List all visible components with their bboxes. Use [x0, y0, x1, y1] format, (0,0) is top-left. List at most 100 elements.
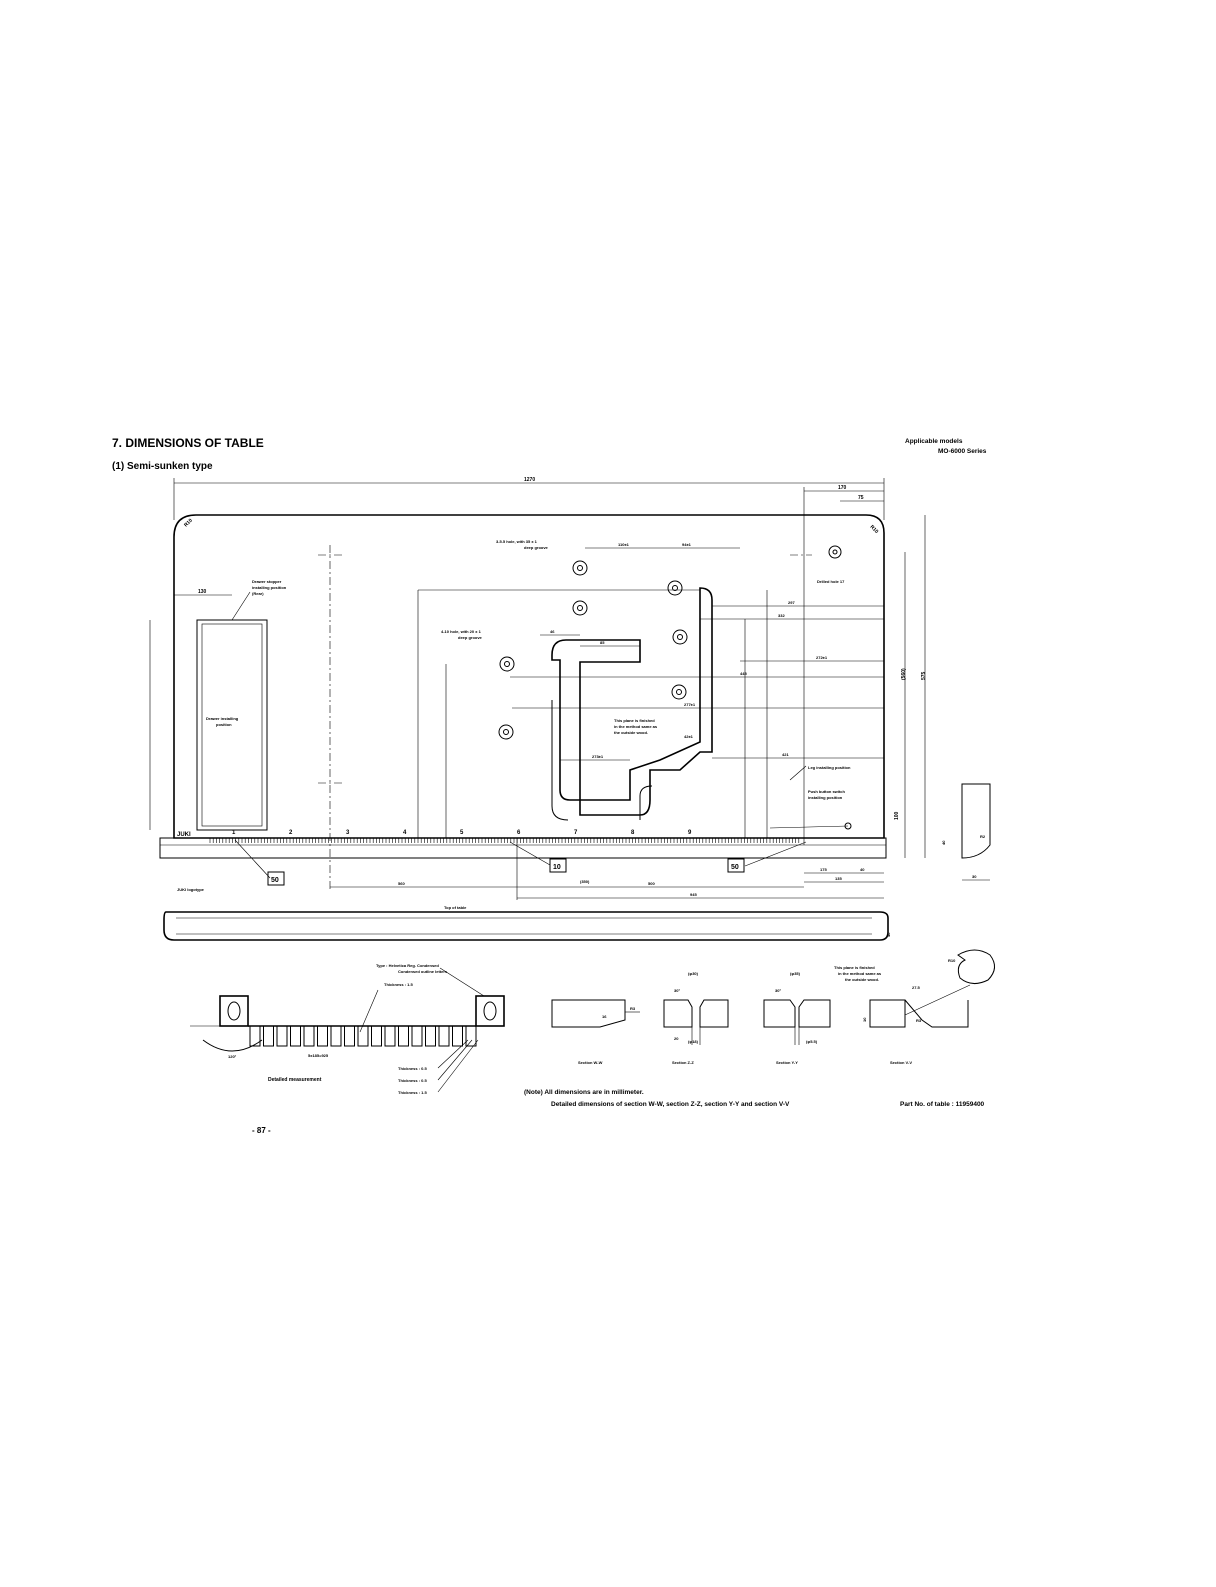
section-zz	[663, 999, 729, 1045]
cutout-curve	[639, 785, 653, 820]
section-ww-dim: R3	[630, 1006, 636, 1011]
section-vv-dim: 10	[862, 1017, 867, 1022]
badge-10	[549, 858, 567, 873]
badge-number: 50	[731, 864, 739, 871]
badge-50	[727, 858, 745, 873]
type-note: Condensed outline letters	[398, 969, 448, 974]
scale-note: 5x185=925	[308, 1053, 329, 1058]
badge-50	[267, 871, 285, 886]
comb-tooth	[398, 1025, 409, 1047]
side-dim-40: 40	[941, 840, 946, 845]
applicable-models-label: Applicable models	[905, 438, 963, 445]
cutout-curve	[551, 700, 569, 821]
plane-finished-label: in the method same as	[614, 724, 658, 729]
dim-46: 46	[550, 629, 555, 634]
dim-depth-inner: (560)	[901, 668, 907, 680]
ruler-mark: 4	[403, 830, 407, 836]
dim-277: 277±1	[684, 702, 696, 707]
drawer-stopper-label: (Rear)	[252, 591, 264, 596]
table-elevation	[163, 911, 889, 941]
dim-85: 85	[600, 640, 605, 645]
ruler-mark: 3	[346, 830, 350, 836]
section-yy-dim: (φ35)	[790, 971, 801, 976]
comb-tooth	[411, 1025, 423, 1047]
dim-175: 175	[820, 867, 827, 872]
plane-finished-note: in the method same as	[838, 971, 882, 976]
push-button-label: Push button switch	[808, 789, 845, 794]
section-yy-dim: 30°	[775, 988, 781, 993]
type-note: Type : Helvetica Reg. Condensed	[376, 963, 439, 968]
dim-945: 945	[690, 892, 697, 897]
dim-135: 135	[835, 876, 842, 881]
dim-right-top: 75	[858, 495, 864, 501]
dim-corner-radius-left: R10	[183, 518, 194, 529]
dim-110: 110±1	[618, 542, 630, 547]
section-zz-dim: 20	[674, 1036, 679, 1041]
thickness-label: Thickness : 0.5	[398, 1078, 427, 1083]
leg-position-label: Leg installing position	[808, 765, 851, 770]
holes-b-label: deep groove	[458, 635, 483, 640]
badge-number: 10	[553, 864, 561, 871]
juki-logotype-label: JUKI logotype	[177, 887, 205, 892]
push-button-label: installing position	[808, 795, 843, 800]
comb-tooth	[276, 1025, 288, 1047]
dim-depth-total: 575	[921, 671, 927, 680]
section-yy	[763, 999, 831, 1045]
dim-overall-length: 1270	[524, 477, 535, 483]
comb-tooth	[249, 1025, 261, 1047]
dim-corner-radius-right: R10	[869, 524, 880, 535]
ruler-mark: 5	[460, 830, 464, 836]
ruler-mark: 7	[574, 830, 578, 836]
dim-273: 273±1	[592, 754, 604, 759]
leader-line	[231, 591, 251, 621]
section-ww: 16 R3	[551, 999, 640, 1028]
leader-line	[439, 967, 485, 997]
page-number: - 87 -	[252, 1126, 271, 1135]
holes-b-label: 4-10 hole, with 20 x 1	[441, 629, 482, 634]
holes-a-label: deep groove	[524, 545, 549, 550]
leader-line	[509, 841, 551, 866]
dim-left-offset: 130	[198, 589, 207, 595]
ruler-mark: 2	[289, 830, 293, 836]
side-dim-r2: R2	[980, 834, 986, 839]
section-vv-dim: R3	[916, 1018, 922, 1023]
holes-a-label: 3-5.5 hole, with 35 x 1	[496, 539, 538, 544]
juki-logo-text: JUKI	[177, 832, 191, 838]
ruler-mark: 8	[631, 830, 635, 836]
drawer-stopper-label: Drawer stopper	[252, 579, 282, 584]
plane-finished-label: the outside wood.	[614, 730, 648, 735]
dim-421: 421	[782, 752, 789, 757]
dim-350: (350)	[580, 879, 590, 884]
section-yy-dim: (φ5.5)	[806, 1039, 818, 1044]
ruler-mark: 1	[232, 830, 236, 836]
dim-332: 332	[778, 613, 785, 618]
plane-finished-note: the outside wood.	[845, 977, 879, 982]
comb-tooth	[425, 1025, 436, 1047]
section-zz-dim: 30°	[674, 988, 680, 993]
comb-tooth	[330, 1025, 342, 1047]
note-line-2: Detailed dimensions of section W-W, sect…	[551, 1101, 790, 1108]
section-zz-label: Section Z-Z	[672, 1060, 694, 1065]
comb-tooth	[452, 1025, 463, 1047]
plane-finished-label: This plane is finished	[614, 718, 655, 723]
comb-tooth	[438, 1025, 450, 1047]
dim-272: 272±1	[816, 655, 828, 660]
part-number: Part No. of table : 11959400	[900, 1101, 985, 1108]
dim-42: 42±1	[684, 734, 694, 739]
badge-number: 50	[271, 877, 279, 884]
section-ww-dim: 16	[602, 1014, 607, 1019]
dim-560: 560	[398, 881, 405, 886]
dim-500: 500	[648, 881, 655, 886]
leader-line	[789, 765, 807, 781]
drawer-position-label: Drawer installing	[206, 716, 239, 721]
section-ww-label: Section W-W	[578, 1060, 603, 1065]
comb-tooth	[371, 1025, 382, 1047]
drawer-inner	[201, 623, 263, 827]
section-vv-label: Section V-V	[890, 1060, 912, 1065]
leader-line	[437, 1039, 473, 1081]
leader-line	[437, 1039, 479, 1093]
comb-tooth	[384, 1025, 396, 1047]
detailed-measurement-label: Detailed measurement	[268, 1077, 322, 1083]
comb-tooth	[303, 1025, 315, 1047]
